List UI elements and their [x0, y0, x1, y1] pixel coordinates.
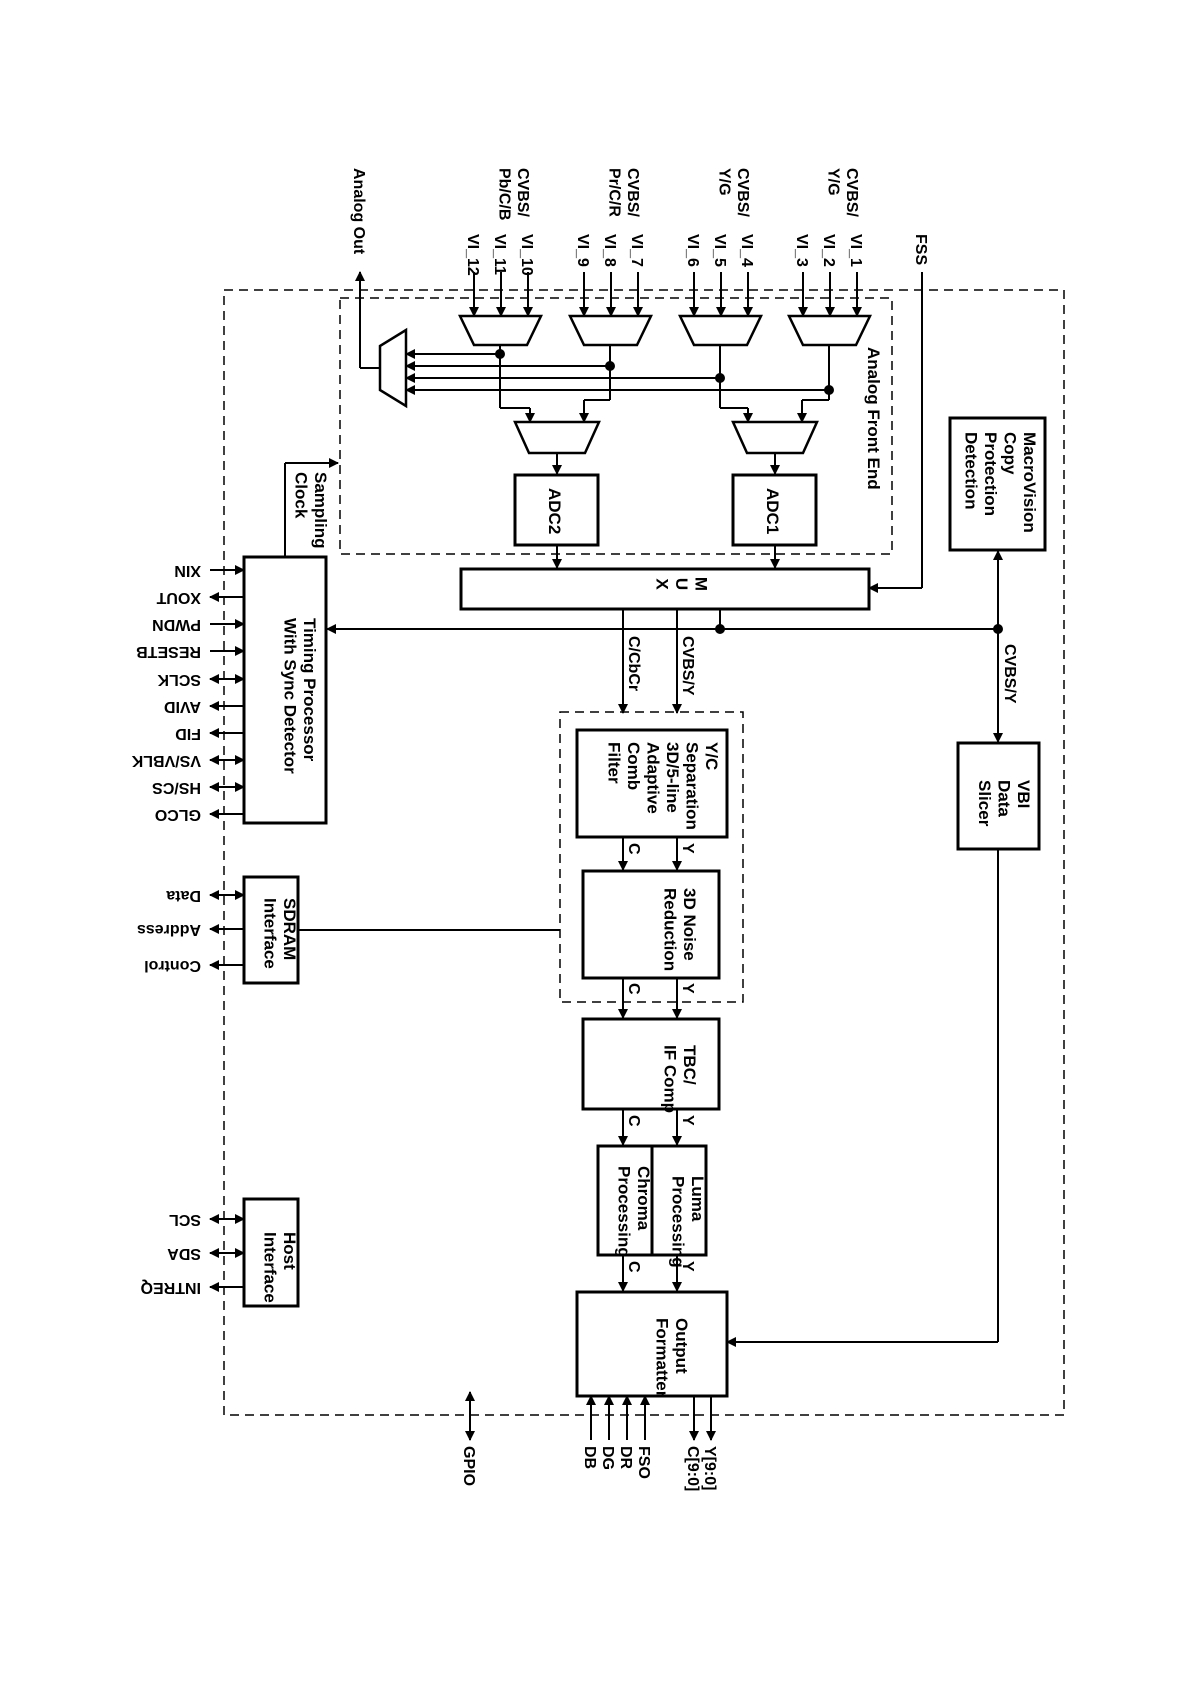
pin-hs-cs: HS/CS — [152, 779, 201, 796]
cvbs-bus — [326, 550, 1003, 1347]
vi-4-label: VI_4 — [738, 234, 755, 267]
vi-9-label: VI_9 — [574, 234, 591, 267]
vi-10-label: VI_10 — [518, 234, 535, 276]
input-mux-2 — [678, 314, 763, 347]
input-group-3-label: CVBS/Pr/C/R — [606, 168, 641, 217]
sdram-label: SDRAMInterface — [260, 898, 299, 969]
adc1-input-mux — [731, 420, 819, 455]
fss-label: FSS — [912, 234, 929, 265]
c-label-3: C — [625, 1115, 642, 1127]
host-label: HostInterface — [260, 1232, 299, 1303]
vbi-label: VBIDataSlicer — [975, 780, 1033, 827]
c-cbcr-label: C/CbCr — [625, 636, 642, 691]
c-label-4: C — [625, 1261, 642, 1273]
mux-label: MUX — [652, 577, 710, 591]
analog-front-end-boundary — [339, 297, 893, 555]
macrovision-label: MacroVisionCopyProtectionDetection — [961, 432, 1039, 533]
pin-data: Data — [166, 887, 201, 904]
vi-3-label: VI_3 — [793, 234, 810, 267]
vi-12-label: VI_12 — [464, 234, 481, 276]
vi-1-label: VI_1 — [847, 234, 864, 267]
vbi-block — [956, 741, 1041, 851]
noise-reduction-block — [581, 869, 721, 980]
yc-noise-boundary — [559, 711, 744, 1003]
pin-scl: SCL — [169, 1211, 201, 1228]
afe-routing — [355, 271, 834, 475]
pin-xin: XIN — [174, 562, 201, 579]
input-dg-pin: DG — [599, 1446, 616, 1470]
pin-fid: FID — [175, 725, 201, 742]
input-mux-3 — [568, 314, 653, 347]
tbc-block — [581, 1017, 721, 1111]
input-fso-pin: FSO — [635, 1446, 652, 1479]
luma-label: LumaProcessing — [668, 1176, 707, 1268]
pin-address: Address — [137, 921, 201, 938]
output-y-pin: Y[9:0] — [701, 1446, 718, 1490]
vi-7-label: VI_7 — [628, 234, 645, 267]
sampling-clock-label: SamplingClock — [291, 472, 330, 549]
yc-separation-block — [575, 728, 729, 839]
c-label-1: C — [625, 843, 642, 855]
luma-block — [650, 1144, 708, 1257]
pin-glco: GLCO — [155, 806, 201, 823]
yc-separation-label: Y/CSeparation3D/5-lineAdaptiveCombFilter — [604, 742, 721, 830]
chroma-block — [596, 1144, 654, 1257]
vi-2-label: VI_2 — [820, 234, 837, 267]
y-label-4: Y — [679, 1261, 696, 1272]
pin-sclk: SCLK — [157, 671, 201, 688]
output-c-pin: C[9:0] — [684, 1446, 701, 1491]
host-pin-wires — [209, 1214, 245, 1292]
analog-out-mux — [378, 327, 408, 409]
input-wires — [469, 272, 862, 317]
timing-processor-label: Timing ProcessorWith Sync Detector — [280, 618, 319, 774]
tbc-label: TBC/IF Comp — [660, 1045, 699, 1113]
pin-intreq: INTREQ — [141, 1279, 201, 1296]
vi-11-label: VI_11 — [491, 234, 508, 275]
output-formatter-label: OutputFormatter — [652, 1318, 691, 1398]
adc1-block — [731, 473, 818, 547]
adc1-label: ADC1 — [763, 488, 782, 534]
pin-xout: XOUT — [156, 589, 201, 606]
sdram-pin-wires — [209, 890, 245, 970]
vi-8-label: VI_8 — [601, 234, 618, 267]
vi-5-label: VI_5 — [711, 234, 728, 267]
c-label-2: C — [625, 983, 642, 995]
output-formatter-block — [575, 1290, 729, 1398]
noise-reduction-label: 3D NoiseReduction — [660, 888, 699, 971]
analog-front-end-label: Analog Front End — [864, 347, 883, 490]
y-label-1: Y — [679, 843, 696, 854]
macrovision-block — [948, 416, 1047, 552]
input-group-4-label: CVBS/Pb/C/B — [496, 168, 531, 220]
analog-out-label: Analog Out — [350, 168, 367, 255]
input-mux-1 — [787, 314, 872, 347]
gpio-label: GPIO — [460, 1446, 477, 1486]
input-group-1-label: CVBS/Y/G — [825, 168, 860, 217]
adc2-input-mux — [513, 420, 601, 455]
y-label-2: Y — [679, 983, 696, 994]
input-mux-4 — [458, 314, 543, 347]
input-db-pin: DB — [581, 1446, 598, 1469]
y-label-3: Y — [679, 1115, 696, 1126]
adc2-label: ADC2 — [545, 488, 564, 534]
pin-pwdn: PWDN — [152, 616, 201, 633]
pin-avid: AVID — [164, 698, 201, 715]
pin-sda: SDA — [167, 1245, 201, 1262]
sdram-block — [242, 875, 300, 985]
cvbs-y-label: CVBS/Y — [679, 636, 696, 696]
vi-6-label: VI_6 — [684, 234, 701, 267]
chroma-label: ChromaProcessing — [614, 1166, 653, 1258]
pin-control: Control — [144, 957, 201, 974]
input-dr-pin: DR — [617, 1446, 634, 1470]
input-group-2-label: CVBS/Y/G — [716, 168, 751, 217]
output-formatter-pins — [586, 1395, 716, 1441]
timing-pin-wires — [209, 565, 245, 819]
pin-vs-vblk: VS/VBLK — [131, 752, 201, 769]
cvbs-y-top-label: CVBS/Y — [1001, 644, 1018, 704]
pin-resetb: RESETB — [136, 643, 201, 660]
